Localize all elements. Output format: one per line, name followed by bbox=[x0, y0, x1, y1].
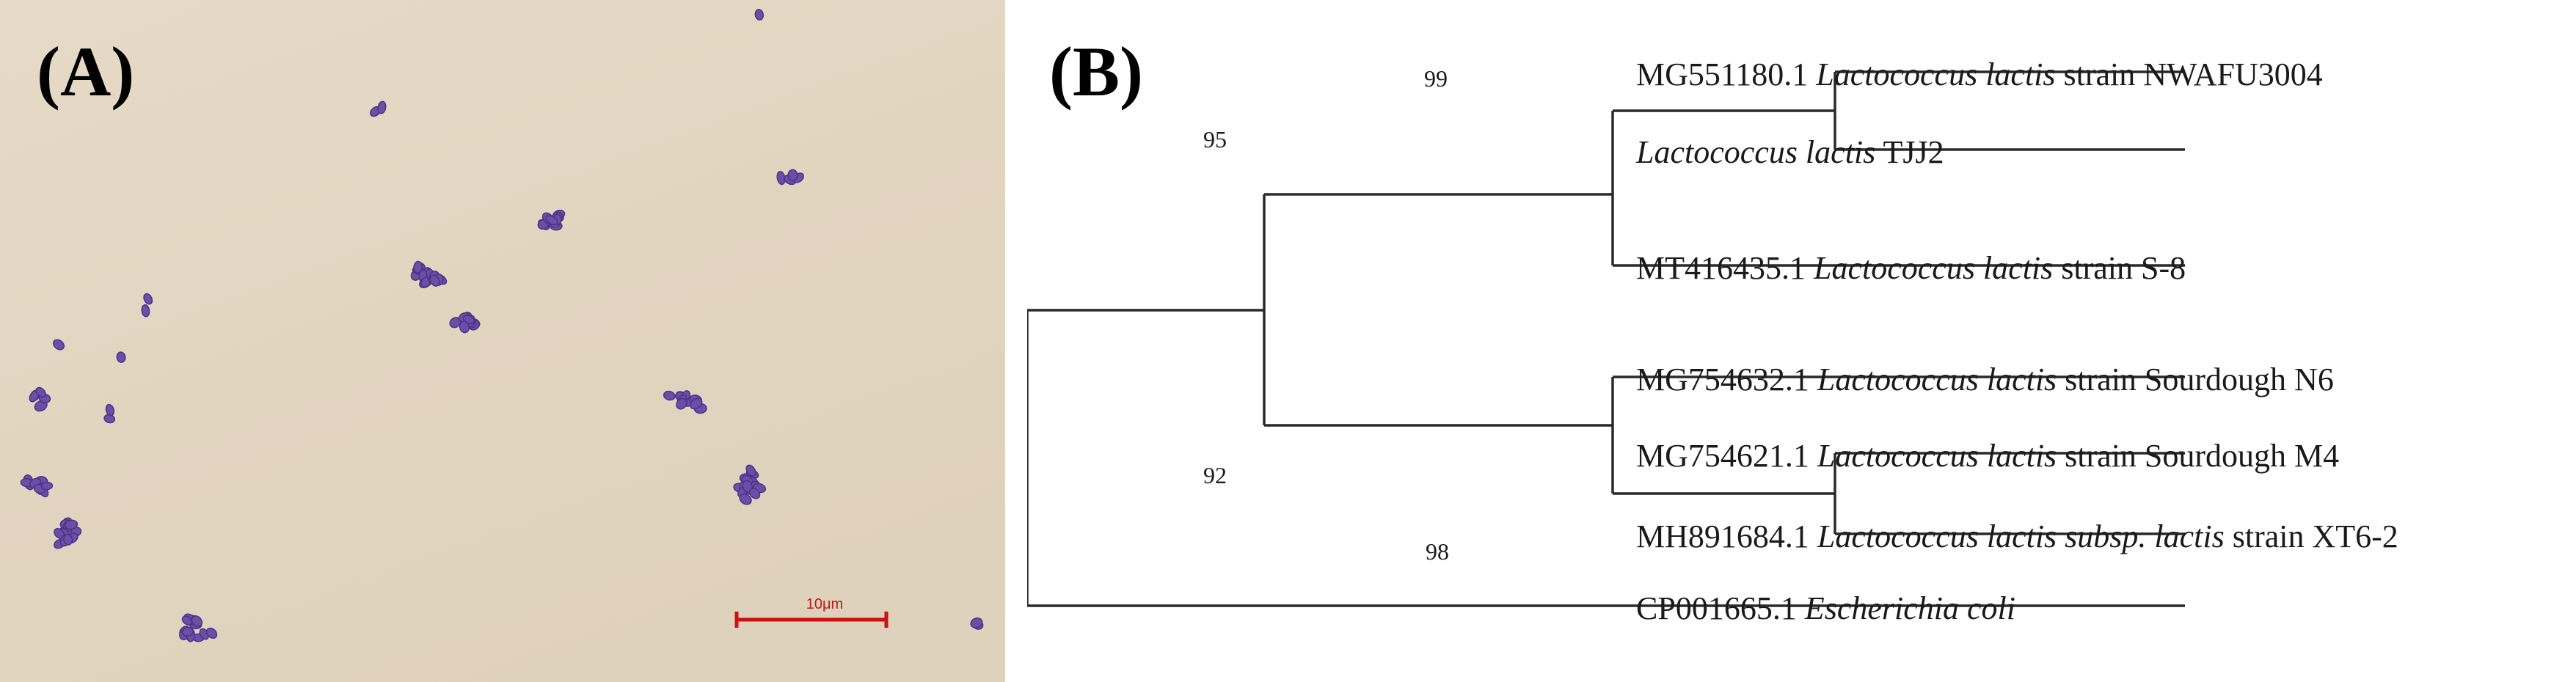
taxon-species: Lactococcus lactis bbox=[1816, 56, 2056, 92]
bacterial-cell bbox=[35, 386, 46, 398]
taxon-strain: strain Sourdough M4 bbox=[2065, 438, 2340, 474]
bacterial-cell bbox=[748, 488, 761, 499]
panel-label-b: (B) bbox=[1049, 32, 1143, 111]
bacterial-cell bbox=[663, 390, 676, 401]
taxon-accession: MG551180.1 bbox=[1636, 56, 1809, 92]
micrograph-panel: 10μm bbox=[0, 0, 1005, 682]
bacterial-cell bbox=[754, 9, 765, 21]
taxon-label: MG754621.1 Lactococcus lactis strain Sou… bbox=[1636, 440, 2339, 472]
bacterial-cell bbox=[429, 274, 440, 287]
bacterial-cell bbox=[40, 481, 54, 491]
bacterial-cell bbox=[413, 260, 423, 274]
taxon-species: Lactococcus lactis bbox=[1814, 250, 2054, 286]
taxon-accession: MT416435.1 bbox=[1636, 250, 1806, 286]
bacterial-cell bbox=[690, 397, 703, 410]
taxon-label: MG754632.1 Lactococcus lactis strain Sou… bbox=[1636, 364, 2334, 396]
bacterial-cell bbox=[181, 626, 194, 637]
bacterial-cell bbox=[116, 351, 126, 363]
bacterial-cell bbox=[205, 627, 218, 639]
taxon-label: CP001665.1 Escherichia coli bbox=[1636, 593, 2015, 625]
taxon-label: MH891684.1 Lactococcus lactis subsp. lac… bbox=[1636, 521, 2398, 553]
taxon-strain: strain NWAFU3004 bbox=[2063, 56, 2323, 92]
bacterial-cell bbox=[141, 304, 150, 318]
taxon-strain: strain Sourdough N6 bbox=[2065, 362, 2334, 397]
scale-bar bbox=[734, 612, 889, 628]
taxon-label: MG551180.1 Lactococcus lactis strain NWA… bbox=[1636, 59, 2323, 91]
taxon-accession: MH891684.1 bbox=[1636, 518, 1809, 554]
bacterial-cell bbox=[52, 339, 65, 351]
bootstrap-value: 95 bbox=[1203, 126, 1227, 153]
phylogenetic-tree bbox=[1027, 70, 2185, 607]
bacterial-cell bbox=[377, 100, 387, 114]
taxon-accession: MG754632.1 bbox=[1636, 362, 1809, 397]
bacterial-cell bbox=[65, 519, 79, 530]
bacterial-cell bbox=[105, 403, 115, 417]
bacterial-cell bbox=[545, 215, 558, 226]
panel-label-a: (A) bbox=[37, 32, 135, 111]
taxon-accession: MG754621.1 bbox=[1636, 438, 1809, 474]
scale-bar-label: 10μm bbox=[806, 596, 844, 612]
bacterial-cell bbox=[676, 397, 687, 410]
bootstrap-value: 92 bbox=[1203, 462, 1227, 488]
taxon-species: Lactococcus lactis bbox=[1636, 134, 1876, 170]
bootstrap-value: 98 bbox=[1426, 538, 1449, 565]
bacterial-cell bbox=[787, 169, 798, 182]
taxon-species: Lactococcus lactis subsp. lactis bbox=[1817, 518, 2225, 554]
taxon-label: MT416435.1 Lactococcus lactis strain S-8 bbox=[1636, 252, 2186, 285]
taxon-species: Lactococcus lactis bbox=[1817, 362, 2057, 397]
taxon-species: Escherichia coli bbox=[1804, 590, 2015, 626]
bacterial-cell bbox=[739, 493, 752, 505]
bacterial-cell bbox=[742, 480, 753, 493]
taxon-strain: strain XT6-2 bbox=[2232, 518, 2398, 554]
taxon-species: Lactococcus lactis bbox=[1817, 438, 2057, 474]
taxon-label: Lactococcus lactis TJJ2 bbox=[1636, 136, 1944, 169]
micrograph-image bbox=[20, 9, 984, 642]
taxon-strain: strain S-8 bbox=[2061, 250, 2186, 286]
bacterial-cell bbox=[181, 615, 193, 626]
bacterial-cell bbox=[745, 464, 756, 477]
bacterial-cell bbox=[191, 615, 203, 628]
bacterial-cell bbox=[459, 320, 470, 334]
bacterial-cell bbox=[143, 293, 153, 305]
bootstrap-value: 99 bbox=[1424, 65, 1448, 92]
taxon-accession: CP001665.1 bbox=[1636, 590, 1797, 626]
bacterial-cell bbox=[63, 533, 73, 546]
taxon-strain: TJJ2 bbox=[1883, 134, 1944, 170]
bacterial-cell bbox=[970, 617, 983, 628]
